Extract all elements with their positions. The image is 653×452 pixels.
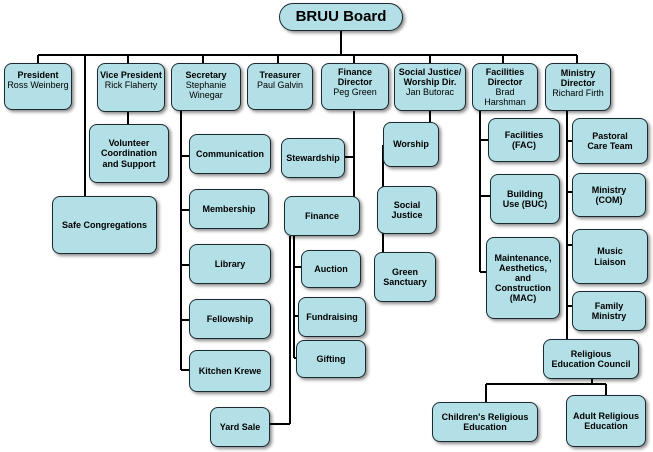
committee-label: Social Justice	[391, 199, 423, 220]
committee-label: Children's Religious Education	[441, 411, 529, 432]
officer-facilities-director: Facilities Director Brad Harshman	[472, 63, 538, 111]
committee-maintenance-mac: Maintenance, Aesthetics, and Constructio…	[486, 237, 560, 319]
officer-name: Ross Weinberg	[7, 80, 69, 91]
committee-label: Pastoral Care Team	[587, 130, 633, 151]
committee-label: Safe Congregations	[61, 219, 147, 230]
committee-volunteer-coordination: Volunteer Coordination and Support	[89, 124, 169, 183]
committee-safe-congregations: Safe Congregations	[52, 196, 157, 254]
committee-fundraising: Fundraising	[298, 297, 366, 337]
committee-kitchen-krewe: Kitchen Krewe	[189, 350, 271, 392]
committee-religious-education-council: Religious Education Council	[543, 339, 639, 379]
committee-label: Membership	[202, 203, 256, 214]
committee-worship: Worship	[383, 122, 439, 167]
committee-label: Building Use (BUC)	[502, 188, 548, 209]
bruu-board-box: BRUU Board	[279, 3, 403, 31]
officer-title: Secretary	[185, 70, 227, 80]
committee-finance: Finance	[284, 196, 360, 236]
committee-membership: Membership	[189, 189, 269, 229]
officer-name: Paul Galvin	[256, 80, 304, 91]
committee-label: Library	[214, 258, 246, 269]
officer-social-justice-worship-dir: Social Justice/ Worship Dir. Jan Butorac	[394, 63, 466, 111]
officer-name: Peg Green	[333, 87, 377, 98]
committee-green-sanctuary: Green Sanctuary	[374, 252, 436, 302]
committee-library: Library	[189, 244, 271, 284]
officer-president: President Ross Weinberg	[4, 63, 72, 110]
committee-label: Facilities (FAC)	[504, 129, 544, 150]
committee-label: Music Liaison	[594, 246, 626, 267]
officer-treasurer: Treasurer Paul Galvin	[247, 63, 313, 110]
officer-title: President	[17, 70, 59, 80]
officer-ministry-director: Ministry Director Richard Firth	[545, 63, 611, 111]
committee-label: Finance	[304, 210, 339, 221]
committee-childrens-religious-education: Children's Religious Education	[432, 402, 538, 442]
committee-label: Family Ministry	[591, 300, 627, 321]
committee-label: Fellowship	[206, 313, 254, 324]
committee-label: Yard Sale	[219, 421, 261, 432]
officer-finance-director: Finance Director Peg Green	[321, 63, 389, 110]
committee-label: Gifting	[316, 353, 346, 364]
officer-name: Rick Flaherty	[104, 80, 158, 91]
officer-name: Richard Firth	[552, 88, 604, 99]
committee-label: Stewardship	[286, 152, 340, 163]
committee-label: Volunteer Coordination and Support	[101, 138, 157, 169]
bruu-board-title: BRUU Board	[295, 7, 387, 25]
officer-secretary: Secretary Stephanie Winegar	[171, 63, 241, 111]
committee-pastoral-care-team: Pastoral Care Team	[572, 118, 648, 164]
officer-title: Facilities Director	[485, 67, 525, 88]
officer-name: Stephanie Winegar	[185, 80, 227, 101]
committee-adult-religious-education: Adult Religious Education	[566, 395, 646, 447]
committee-label: Communication	[195, 148, 264, 159]
committee-family-ministry: Family Ministry	[572, 291, 646, 331]
committee-label: Green Sanctuary	[383, 266, 427, 287]
committee-label: Religious Education Council	[551, 348, 631, 369]
officer-title: Treasurer	[259, 70, 301, 80]
committee-label: Worship	[393, 139, 429, 150]
committee-facilities-fac: Facilities (FAC)	[488, 118, 560, 162]
officer-vice-president: Vice President Rick Flaherty	[97, 63, 165, 112]
committee-label: Ministry (COM)	[591, 184, 627, 205]
committee-social-justice: Social Justice	[377, 186, 437, 234]
committee-stewardship: Stewardship	[281, 138, 345, 178]
committee-ministry-com: Ministry (COM)	[572, 173, 646, 217]
committee-label: Kitchen Krewe	[198, 365, 262, 376]
committee-communication: Communication	[189, 134, 271, 174]
committee-music-liaison: Music Liaison	[572, 229, 648, 284]
officer-name: Jan Butorac	[405, 87, 455, 98]
committee-building-use-buc: Building Use (BUC)	[490, 174, 560, 224]
committee-fellowship: Fellowship	[189, 299, 271, 339]
committee-label: Adult Religious Education	[573, 410, 639, 431]
committee-auction: Auction	[301, 250, 361, 288]
committee-label: Fundraising	[306, 311, 358, 322]
officer-title: Social Justice/ Worship Dir.	[398, 67, 462, 88]
committee-label: Maintenance, Aesthetics, and Constructio…	[494, 252, 552, 304]
committee-gifting: Gifting	[296, 340, 366, 378]
committee-yard-sale: Yard Sale	[210, 407, 270, 447]
officer-title: Vice President	[100, 70, 162, 80]
officer-title: Ministry Director	[560, 68, 596, 89]
committee-label: Auction	[314, 263, 348, 274]
officer-name: Brad Harshman	[484, 87, 526, 108]
officer-title: Finance Director	[337, 67, 373, 88]
